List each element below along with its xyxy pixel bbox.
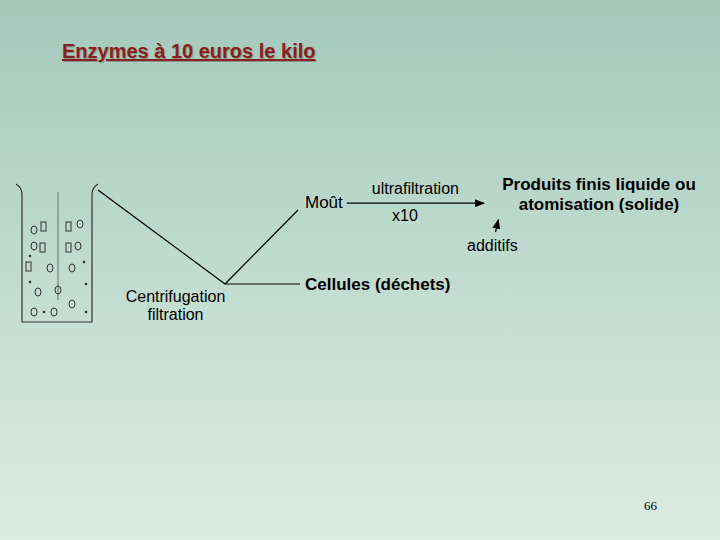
waste-line bbox=[225, 283, 300, 284]
beaker bbox=[16, 184, 98, 322]
cell bbox=[77, 220, 83, 228]
cells bbox=[26, 220, 83, 316]
factor-label: x10 bbox=[392, 207, 418, 225]
cell bbox=[26, 262, 31, 271]
particle bbox=[85, 311, 88, 314]
step-text: Moût bbox=[305, 193, 343, 213]
cell bbox=[35, 288, 41, 296]
cell bbox=[69, 300, 75, 308]
cell bbox=[55, 286, 61, 294]
particles bbox=[29, 255, 88, 314]
cell bbox=[66, 243, 71, 252]
flow-arrow bbox=[347, 203, 484, 204]
product-text: Produits finis liquide ou atomisation (s… bbox=[488, 175, 710, 216]
cell bbox=[69, 264, 75, 272]
process-label: Centrifugation filtration bbox=[118, 288, 233, 323]
particle bbox=[29, 255, 32, 258]
particle bbox=[43, 311, 46, 314]
edge-label: ultrafiltration bbox=[372, 180, 459, 198]
cell bbox=[51, 308, 57, 316]
flow-arrow bbox=[496, 220, 499, 232]
input-text: additifs bbox=[467, 236, 518, 255]
cell bbox=[66, 222, 71, 231]
cell bbox=[47, 264, 53, 272]
cell bbox=[41, 222, 46, 231]
cell bbox=[40, 243, 45, 252]
beaker-outline bbox=[16, 184, 98, 322]
slide-title: Enzymes à 10 euros le kilo bbox=[62, 40, 315, 63]
node-label: Moût bbox=[305, 193, 343, 213]
must-line bbox=[225, 210, 298, 284]
waste-text: Cellules (déchets) bbox=[305, 275, 451, 295]
node-label: Produits finis liquide ou atomisation (s… bbox=[488, 175, 710, 216]
node-label: additifs bbox=[467, 236, 518, 255]
particle bbox=[29, 281, 32, 284]
page-number: 66 bbox=[644, 498, 657, 514]
particle bbox=[83, 261, 86, 264]
stirrer bbox=[58, 192, 59, 300]
cell bbox=[31, 226, 37, 234]
cell bbox=[31, 308, 37, 316]
separation-lines bbox=[98, 190, 300, 284]
node-label: Cellules (déchets) bbox=[305, 275, 451, 295]
particle bbox=[85, 283, 88, 286]
cell bbox=[31, 242, 37, 250]
cell bbox=[75, 242, 81, 250]
feed-line bbox=[98, 190, 225, 284]
